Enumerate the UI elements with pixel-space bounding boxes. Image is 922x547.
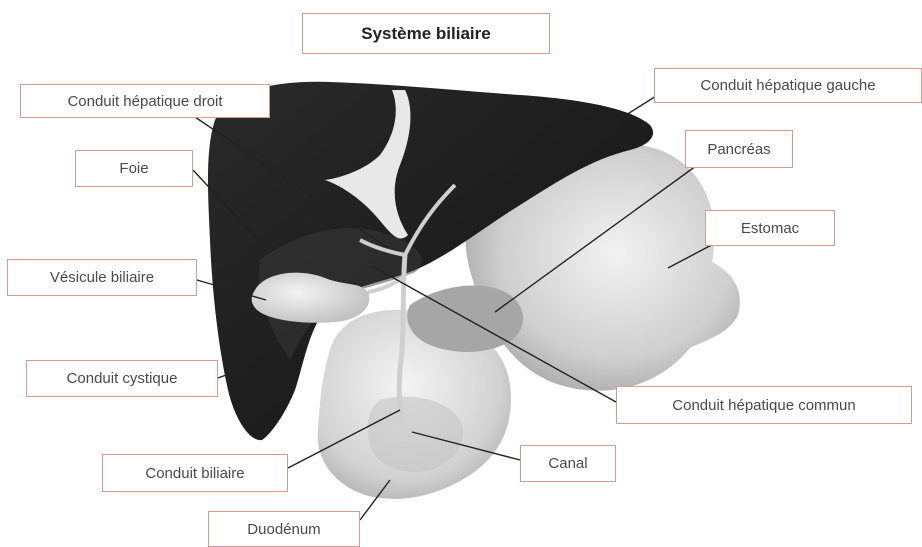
label-pancreas: Pancréas xyxy=(685,130,793,168)
label-conduit-hepatique-commun: Conduit hépatique commun xyxy=(616,386,912,424)
label-foie: Foie xyxy=(75,150,193,187)
label-vesicule-biliaire: Vésicule biliaire xyxy=(7,259,197,296)
label-canal: Canal xyxy=(520,445,616,482)
label-conduit-cystique: Conduit cystique xyxy=(26,360,218,397)
label-estomac: Estomac xyxy=(705,210,835,246)
diagram-title: Système biliaire xyxy=(302,13,550,54)
label-conduit-biliaire: Conduit biliaire xyxy=(102,454,288,492)
label-conduit-hepatique-gauche: Conduit hépatique gauche xyxy=(654,68,922,103)
label-conduit-hepatique-droit: Conduit hépatique droit xyxy=(20,84,270,118)
label-duodenum: Duodénum xyxy=(208,511,360,547)
